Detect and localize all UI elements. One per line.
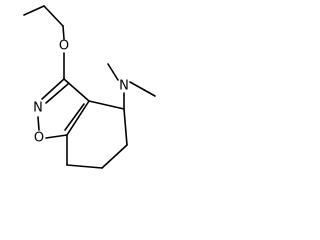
bond-n2-o1 xyxy=(37,116,40,131)
bond-c3-n2 xyxy=(41,78,65,100)
bond-c4-c5 xyxy=(123,108,128,146)
bond-ch2-oxygen xyxy=(62,25,65,40)
bond-c5-c6 xyxy=(101,144,128,169)
bond-ethyl-terminal xyxy=(23,5,45,16)
bond-o1-c7a xyxy=(45,134,68,139)
bond-c3a-c7a xyxy=(66,100,90,136)
bond-c3-n2-double xyxy=(45,83,69,104)
amine-nitrogen-label: N xyxy=(119,79,129,94)
bond-amine-methyl-right xyxy=(129,81,156,97)
ring-oxygen-label: O xyxy=(34,131,44,146)
ring-nitrogen-label: N xyxy=(33,101,43,116)
bond-c6-c7 xyxy=(66,164,103,169)
bond-ethyl-ch2 xyxy=(43,5,64,27)
bond-c3-c3a xyxy=(63,78,90,102)
bond-amine-methyl-left xyxy=(107,63,119,81)
bond-c3a-c4 xyxy=(88,100,125,110)
skeletal-structure: O N N O xyxy=(23,5,156,169)
bond-c3a-c7a-double xyxy=(64,103,85,131)
ether-oxygen-label: O xyxy=(59,39,69,54)
